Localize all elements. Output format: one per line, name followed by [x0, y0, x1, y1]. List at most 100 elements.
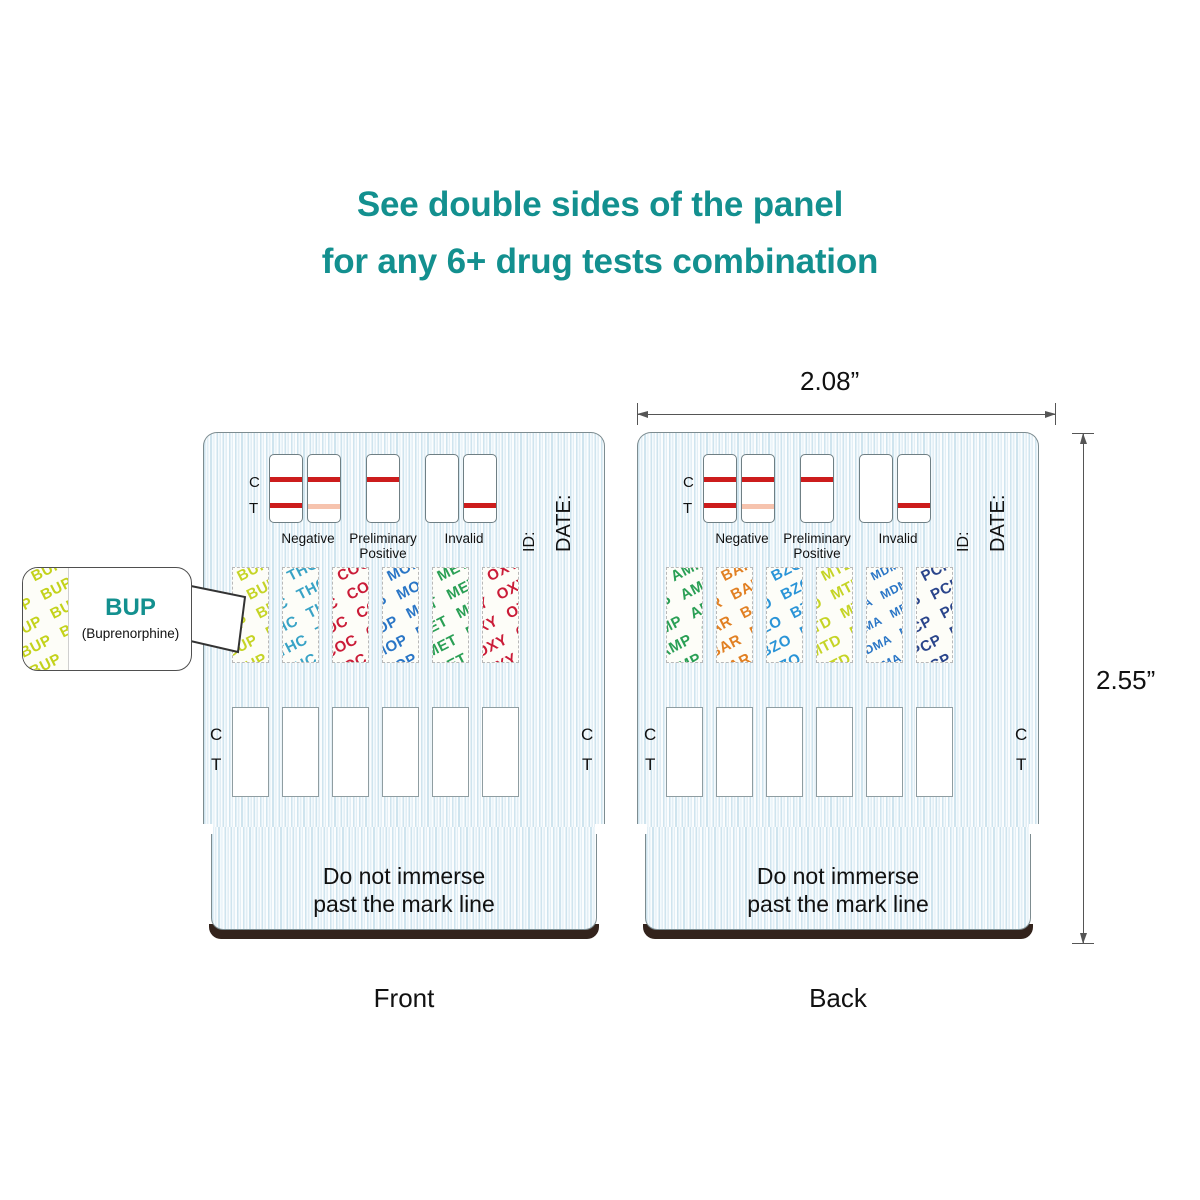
test-band-faint	[308, 504, 340, 509]
result-window-pcp	[916, 707, 953, 797]
demo-label-preliminary: Preliminary	[783, 531, 851, 546]
drug-strip-text: MET MET MET MET MET MET MET MET MET MET …	[432, 567, 469, 662]
callout-full-name: (Buprenorphine)	[81, 626, 180, 641]
right-c-label: C	[581, 725, 594, 744]
drug-strip-met: MET MET MET MET MET MET MET MET MET MET …	[432, 567, 469, 663]
drug-strip-text: MTD MTD MTD MTD MTD MTD MTD MTD MTD MTD …	[816, 567, 853, 662]
drug-strip-text: BUP BUP BUP BUP BUP BUP BUP BUP BUP BUP …	[232, 567, 269, 662]
result-window-mop	[382, 707, 419, 797]
control-band	[367, 477, 399, 482]
date-field-label: DATE:	[987, 494, 1009, 552]
drug-strip-text: COC COC COC COC COC COC COC COC COC COC …	[332, 567, 369, 663]
drug-strip-amp: AMP AMP AMP AMP AMP AMP AMP AMP AMP AMP …	[666, 567, 703, 663]
result-window-bzo	[766, 707, 803, 797]
height-dimension-line	[1083, 433, 1084, 944]
legend-t-label: T	[683, 500, 693, 517]
demo-window-invalid-b	[463, 454, 497, 523]
immerse-warning: Do not immerse past the mark line	[212, 862, 596, 918]
front-caption: Front	[373, 983, 435, 1013]
right-t-label: T	[582, 755, 593, 774]
right-t-label: T	[1016, 755, 1027, 774]
result-window-met	[432, 707, 469, 797]
height-dimension-label: 2.55”	[1096, 665, 1156, 695]
notch-right-front	[595, 824, 605, 834]
back-caption: Back	[809, 983, 867, 1013]
panel-upper-body: C T Negative Preliminary Positive	[203, 432, 605, 932]
test-band	[704, 503, 736, 508]
headline-line-2: for any 6+ drug tests combination	[321, 242, 879, 281]
drug-strip-mdma: MDMA MDMA MDMA MDMA MDMA MDMA MDMA MDMA …	[866, 567, 903, 663]
immerse-line-2: past the mark line	[313, 891, 495, 917]
control-band	[270, 477, 302, 482]
control-band	[801, 477, 833, 482]
drug-strip-coc: COC COC COC COC COC COC COC COC COC COC …	[332, 567, 369, 663]
test-band	[898, 503, 930, 508]
left-t-label: T	[645, 755, 656, 774]
test-band	[464, 503, 496, 508]
demo-label-preliminary-positive: Preliminary Positive	[338, 531, 428, 561]
right-c-label: C	[1015, 725, 1028, 744]
notch-left-back	[637, 824, 647, 834]
drug-strip-text: THC THC THC THC THC THC THC THC THC THC …	[282, 567, 319, 662]
result-window-bar	[716, 707, 753, 797]
demo-label-negative: Negative	[715, 531, 769, 546]
drug-strip-text: BZO BZO BZO BZO BZO BZO BZO BZO BZO BZO …	[766, 567, 803, 662]
control-band	[704, 477, 736, 482]
demo-window-invalid-b	[897, 454, 931, 523]
demo-window-invalid-a	[859, 454, 893, 523]
immerse-line-2: past the mark line	[747, 891, 929, 917]
demo-label-preliminary-positive: Preliminary Positive	[772, 531, 862, 561]
panel-upper-body: C T Negative Preliminary Positive	[637, 432, 1039, 932]
drug-strip-text: MDMA MDMA MDMA MDMA MDMA MDMA MDMA MDMA …	[866, 567, 903, 663]
demo-label-negative: Negative	[281, 531, 335, 546]
drug-strip-text: MOP MOP MOP MOP MOP MOP MOP MOP MOP MOP …	[382, 567, 419, 663]
demo-label-invalid: Invalid	[878, 531, 918, 546]
control-band	[742, 477, 774, 482]
drug-strip-text: PCP PCP PCP PCP PCP PCP PCP PCP PCP PCP …	[916, 567, 953, 662]
control-band	[308, 477, 340, 482]
demo-window-invalid-a	[425, 454, 459, 523]
notch-left-front	[203, 824, 213, 834]
bup-callout: BUP BUP BUP BUP BUP BUP BUP BUP BUP BUP …	[22, 567, 192, 671]
drug-strip-bar: BAR BAR BAR BAR BAR BAR BAR BAR BAR BAR …	[716, 567, 753, 663]
page-title: See double sides of the panel for any 6+…	[0, 176, 1200, 290]
drug-strip-mtd: MTD MTD MTD MTD MTD MTD MTD MTD MTD MTD …	[816, 567, 853, 663]
id-field-label: ID:	[955, 531, 972, 552]
left-t-label: T	[211, 755, 222, 774]
drug-strip-oxy: OXY OXY OXY OXY OXY OXY OXY OXY OXY OXY …	[482, 567, 519, 663]
drug-strip-bup: BUP BUP BUP BUP BUP BUP BUP BUP BUP BUP …	[232, 567, 269, 663]
drug-strip-text: BAR BAR BAR BAR BAR BAR BAR BAR BAR BAR …	[716, 567, 753, 662]
drug-strip-pcp: PCP PCP PCP PCP PCP PCP PCP PCP PCP PCP …	[916, 567, 953, 663]
demo-label-preliminary: Preliminary	[349, 531, 417, 546]
legend-t-label: T	[249, 500, 259, 517]
demo-window-preliminary-positive	[366, 454, 400, 523]
drug-strip-thc: THC THC THC THC THC THC THC THC THC THC …	[282, 567, 319, 663]
demo-label-positive: Positive	[793, 546, 841, 561]
callout-code: BUP	[105, 594, 156, 621]
legend-c-label: C	[249, 474, 260, 491]
result-window-bup	[232, 707, 269, 797]
immerse-warning: Do not immerse past the mark line	[646, 862, 1030, 918]
callout-strip-swatch: BUP BUP BUP BUP BUP BUP BUP BUP BUP BUP …	[23, 568, 69, 670]
test-band-faint	[742, 504, 774, 509]
result-window-amp	[666, 707, 703, 797]
notch-right-back	[1029, 824, 1039, 834]
demo-window-negative-b	[741, 454, 775, 523]
demo-label-positive: Positive	[359, 546, 407, 561]
callout-strip-text: BUP BUP BUP BUP BUP BUP BUP BUP BUP BUP …	[23, 568, 69, 670]
result-window-mdma	[866, 707, 903, 797]
immerse-line-1: Do not immerse	[756, 863, 920, 889]
demo-window-negative-a	[703, 454, 737, 523]
front-panel: Do not immerse past the mark line C T Ne…	[203, 432, 605, 942]
demo-window-negative-b	[307, 454, 341, 523]
id-field-label: ID:	[521, 531, 538, 552]
test-band	[270, 503, 302, 508]
demo-window-preliminary-positive	[800, 454, 834, 523]
result-window-oxy	[482, 707, 519, 797]
drug-strip-mop: MOP MOP MOP MOP MOP MOP MOP MOP MOP MOP …	[382, 567, 419, 663]
legend-c-label: C	[683, 474, 694, 491]
result-window-coc	[332, 707, 369, 797]
result-window-mtd	[816, 707, 853, 797]
result-window-thc	[282, 707, 319, 797]
